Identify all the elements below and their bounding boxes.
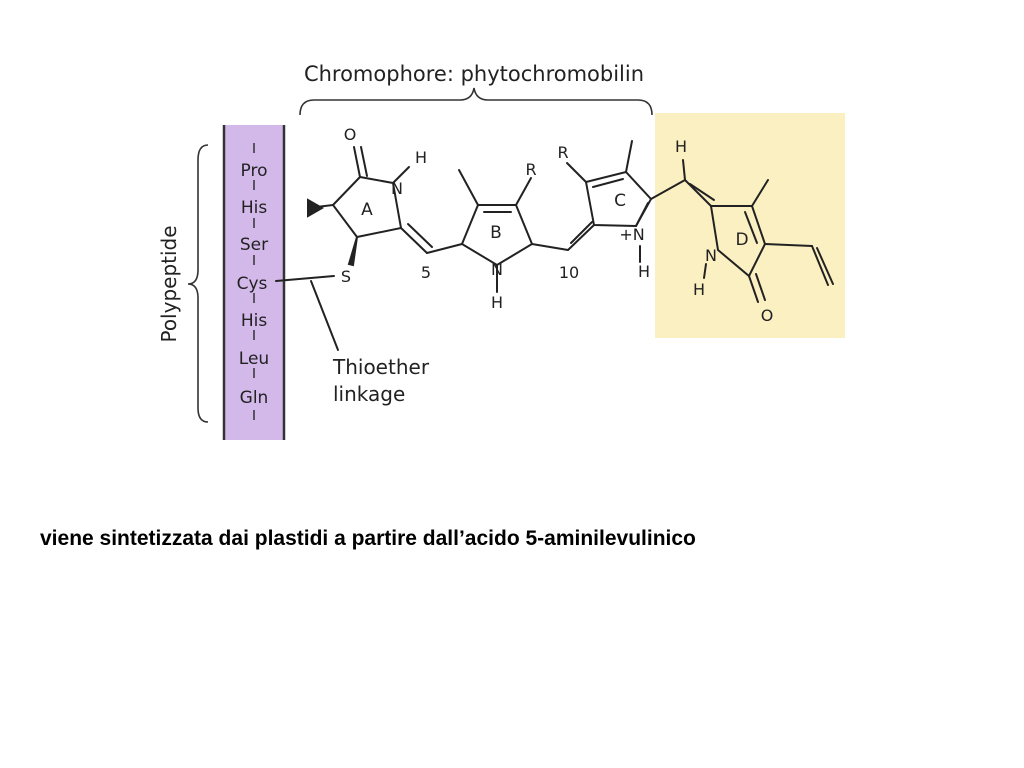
residue-pro: Pro — [241, 161, 268, 181]
hydrogen-ring-c: H — [638, 262, 650, 281]
ring-label-c: C — [614, 191, 626, 211]
nitrogen-ring-d: N — [705, 246, 717, 265]
oxygen-ring-d: O — [761, 306, 774, 325]
nitrogen-plus-ring-c: +N — [619, 225, 644, 244]
residue-leu: Leu — [239, 349, 269, 369]
hydrogen-bridge-cd: H — [675, 137, 687, 156]
nitrogen-ring-a: N — [391, 179, 403, 198]
ring-label-a: A — [361, 200, 373, 220]
polypeptide-brace — [187, 144, 209, 423]
phytochromobilin-structure — [275, 140, 834, 351]
ring-label-b: B — [490, 223, 502, 243]
polypeptide-band — [224, 125, 284, 440]
chromophore-brace — [299, 87, 653, 116]
hydrogen-ring-b: H — [491, 293, 503, 312]
residue-gln: Gln — [240, 388, 269, 408]
thioether-label-line2: linkage — [333, 382, 405, 406]
r-group-c: R — [557, 143, 568, 162]
residue-ser: Ser — [240, 235, 268, 255]
hydrogen-ring-d: H — [693, 280, 705, 299]
oxygen-ring-a: O — [344, 125, 357, 144]
polypeptide-label: Polypeptide — [157, 225, 181, 342]
r-group-b: R — [525, 160, 536, 179]
residue-cys: Cys — [237, 274, 268, 294]
chromophore-label: Chromophore: phytochromobilin — [304, 62, 644, 86]
position-10: 10 — [559, 263, 579, 282]
hydrogen-ring-a: H — [415, 148, 427, 167]
slide-caption: viene sintetizzata dai plastidi a partir… — [40, 527, 696, 550]
sulfur: S — [341, 267, 351, 286]
phytochromobilin-diagram: Pro His Ser Cys His Leu Gln Polypeptide … — [157, 62, 845, 440]
ring-label-d: D — [735, 230, 748, 250]
nitrogen-ring-b: N — [491, 260, 503, 279]
position-5: 5 — [421, 263, 431, 282]
residue-his-1: His — [241, 198, 268, 218]
thioether-label-line1: Thioether — [332, 355, 430, 379]
residue-his-2: His — [241, 311, 268, 331]
